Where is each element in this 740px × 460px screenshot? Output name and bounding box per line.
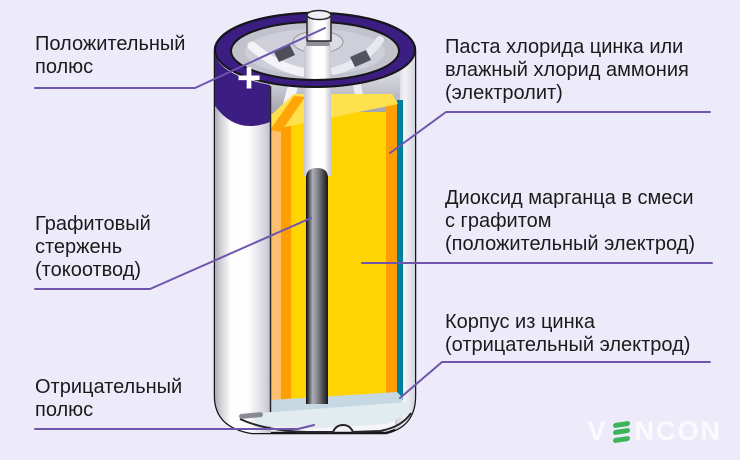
mno2-top-bevel <box>270 96 305 132</box>
cap-slot <box>274 45 295 62</box>
label-negative-pole: Отрицательный полюс <box>35 376 182 422</box>
label-graphite-rod: Графитовый стержень (токоотвод) <box>35 213 151 282</box>
label-line: полюс <box>35 399 94 421</box>
leader-zinc-case <box>399 361 711 399</box>
graphite-rod-graphic <box>306 168 328 404</box>
label-line: (положительный электрод) <box>445 233 695 255</box>
logo-letters-ncon: NCON <box>634 416 722 446</box>
label-line: влажный хлорид аммония <box>445 59 689 81</box>
top-ring <box>214 12 417 88</box>
label-line: Графитовый <box>35 213 151 235</box>
label-line: (токоотвод) <box>35 259 142 281</box>
label-line: стержень <box>35 236 123 258</box>
label-line: с графитом <box>445 210 552 232</box>
leader-graphite-rod <box>34 217 312 290</box>
bottom-highlight-dash <box>239 412 264 419</box>
electrolyte-layer-left <box>281 120 291 408</box>
leader-negative-pole <box>34 424 315 430</box>
label-line: (электролит) <box>445 82 563 104</box>
positive-band <box>215 52 270 127</box>
logo-letter-v: V <box>587 416 608 446</box>
label-line: Паста хлорида цинка или <box>445 36 684 58</box>
electrolyte-layer-left-light <box>270 120 281 408</box>
label-positive-pole: Положительный полюс <box>35 33 185 79</box>
separator-layer <box>397 100 403 400</box>
mno2-top-face <box>270 94 398 130</box>
logo-e-icon <box>612 420 630 443</box>
bottom-cup-outline <box>239 412 412 433</box>
label-line: (отрицательный электрод) <box>445 334 691 356</box>
vencon-logo: V NCON <box>587 416 722 447</box>
leader-positive-pole <box>34 27 326 89</box>
label-line: полюс <box>35 56 94 78</box>
plus-icon: + <box>237 54 262 101</box>
bottom-cup-lip <box>248 402 410 429</box>
label-zinc-case: Корпус из цинка (отрицательный электрод) <box>445 311 690 357</box>
label-line: Положительный <box>35 33 186 55</box>
label-line: Корпус из цинка <box>445 311 595 333</box>
terminal-pin <box>304 46 331 176</box>
label-line: Отрицательный <box>35 376 183 398</box>
cap-slot <box>350 50 371 67</box>
label-line: Диоксид марганца в смеси <box>445 187 694 209</box>
electrolyte-layer-right <box>386 102 397 400</box>
label-mno2: Диоксид марганца в смеси с графитом (пол… <box>445 187 695 256</box>
leader-electrolyte <box>389 111 711 154</box>
label-electrolyte: Паста хлорида цинка или влажный хлорид а… <box>445 36 689 105</box>
positive-button-top <box>306 9 332 21</box>
